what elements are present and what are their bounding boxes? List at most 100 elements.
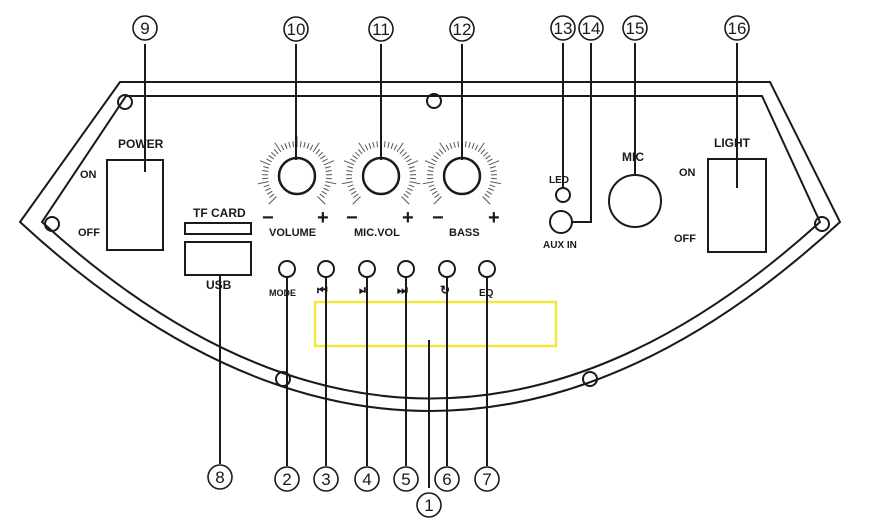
- knob-scale-tick: [468, 141, 471, 148]
- knob-scale-tick: [427, 170, 434, 172]
- callout-number: 2: [282, 470, 291, 489]
- usb-port[interactable]: [184, 241, 252, 276]
- knob-scale-tick: [439, 142, 447, 153]
- panel-inner-outline: [40, 95, 822, 400]
- knob-scale-tick: [325, 170, 332, 172]
- tf-card-slot[interactable]: [184, 222, 252, 235]
- knob-scale-tick: [299, 141, 302, 148]
- callout-number: 1: [424, 496, 433, 515]
- callout-3: 3: [313, 466, 339, 492]
- knob-cap[interactable]: [442, 156, 482, 196]
- callout-14: 14: [578, 15, 604, 41]
- knob-scale-tick: [487, 158, 493, 163]
- light-off-label: OFF: [674, 233, 696, 245]
- mic-vol-minus: −: [346, 207, 358, 229]
- callout-circle: [474, 466, 500, 492]
- knob-scale-tick: [464, 141, 467, 148]
- mic-vol-knob[interactable]: [341, 136, 421, 205]
- knob-scale-tick: [435, 151, 442, 157]
- callout-circle: [313, 466, 339, 492]
- knob-scale-tick: [354, 151, 361, 157]
- knob-scale-tick: [490, 170, 497, 172]
- knob-cap[interactable]: [361, 156, 401, 196]
- mic-vol-label: MIC.VOL: [354, 227, 400, 239]
- knob-scale-tick: [349, 187, 355, 192]
- knob-scale-tick: [403, 193, 409, 199]
- knob-scale-tick: [312, 142, 320, 153]
- play-pause-button[interactable]: [358, 260, 376, 278]
- knob-scale-tick: [352, 155, 358, 160]
- leader-line: [572, 43, 592, 223]
- callout-number: 15: [626, 19, 645, 38]
- callout-number: 10: [287, 20, 306, 39]
- leader-lines: [144, 43, 738, 488]
- callout-15: 15: [622, 15, 648, 41]
- knob-scale-tick: [280, 144, 285, 151]
- usb-label: USB: [206, 278, 232, 292]
- callout-8: 8: [207, 464, 233, 490]
- callout-7: 7: [474, 466, 500, 492]
- knob-scale-tick: [263, 184, 270, 188]
- knob-scale-tick: [320, 155, 326, 160]
- callout-1: 1: [416, 492, 442, 518]
- knob-scale-tick: [274, 142, 282, 153]
- knob-scale-tick: [263, 166, 270, 169]
- knob-scale-tick: [404, 155, 410, 160]
- previous-track-icon: ⏮: [317, 283, 328, 297]
- eq-button[interactable]: [478, 260, 496, 278]
- knob-scale-tick: [482, 196, 491, 205]
- knob-scale-tick: [346, 170, 353, 172]
- knob-scale-tick: [409, 170, 416, 172]
- mic-label: MIC: [622, 150, 644, 164]
- callout-circle: [207, 464, 233, 490]
- callout-circle: [354, 466, 380, 492]
- knob-scale-tick: [449, 142, 453, 149]
- next-track-icon: ⏭: [397, 283, 408, 297]
- knob-scale-tick: [323, 160, 335, 166]
- knob-scale-tick: [265, 187, 271, 192]
- screw-holes: [44, 93, 830, 387]
- knob-scale-tick: [408, 166, 415, 169]
- knob-scale-tick: [350, 158, 356, 163]
- previous-button[interactable]: [317, 260, 335, 278]
- bass-knob[interactable]: [422, 136, 502, 205]
- knob-scale-tick: [401, 151, 408, 157]
- knob-scale-tick: [484, 193, 490, 199]
- knob-scale-tick: [347, 184, 354, 188]
- callout-circle: [132, 15, 158, 41]
- knob-cap[interactable]: [277, 156, 317, 196]
- mode-button[interactable]: [278, 260, 296, 278]
- callout-number: 6: [442, 470, 451, 489]
- knob-scale-tick: [364, 144, 369, 151]
- callout-circle: [283, 16, 309, 42]
- knob-scale-tick: [401, 196, 410, 205]
- power-switch[interactable]: [106, 159, 164, 251]
- knob-scale-tick: [353, 193, 359, 199]
- knob-scale-tick: [309, 144, 314, 151]
- callout-number: 11: [372, 20, 390, 39]
- aux-in-jack[interactable]: [549, 210, 573, 234]
- callout-number: 12: [453, 20, 472, 39]
- volume-knob[interactable]: [257, 136, 337, 205]
- next-button[interactable]: [397, 260, 415, 278]
- knob-scale-tick: [352, 196, 361, 205]
- callout-9: 9: [132, 15, 158, 41]
- knob-scale-tick: [407, 160, 419, 166]
- knob-scale-tick: [434, 193, 440, 199]
- callout-number: 8: [215, 468, 224, 487]
- callout-circle: [449, 16, 475, 42]
- mic-jack[interactable]: [608, 174, 662, 228]
- screw-hole: [44, 216, 60, 232]
- callout-circle: [274, 466, 300, 492]
- volume-plus: +: [317, 207, 329, 229]
- screw-hole: [426, 93, 442, 109]
- knob-scale-tick: [490, 181, 502, 185]
- repeat-button[interactable]: [438, 260, 456, 278]
- knob-scale-tick: [488, 187, 494, 192]
- callout-2: 2: [274, 466, 300, 492]
- panel-outer-outline: [18, 81, 842, 412]
- knob-scale-tick: [266, 190, 273, 195]
- knob-scale-tick: [268, 155, 274, 160]
- knob-scale-tick: [306, 142, 310, 149]
